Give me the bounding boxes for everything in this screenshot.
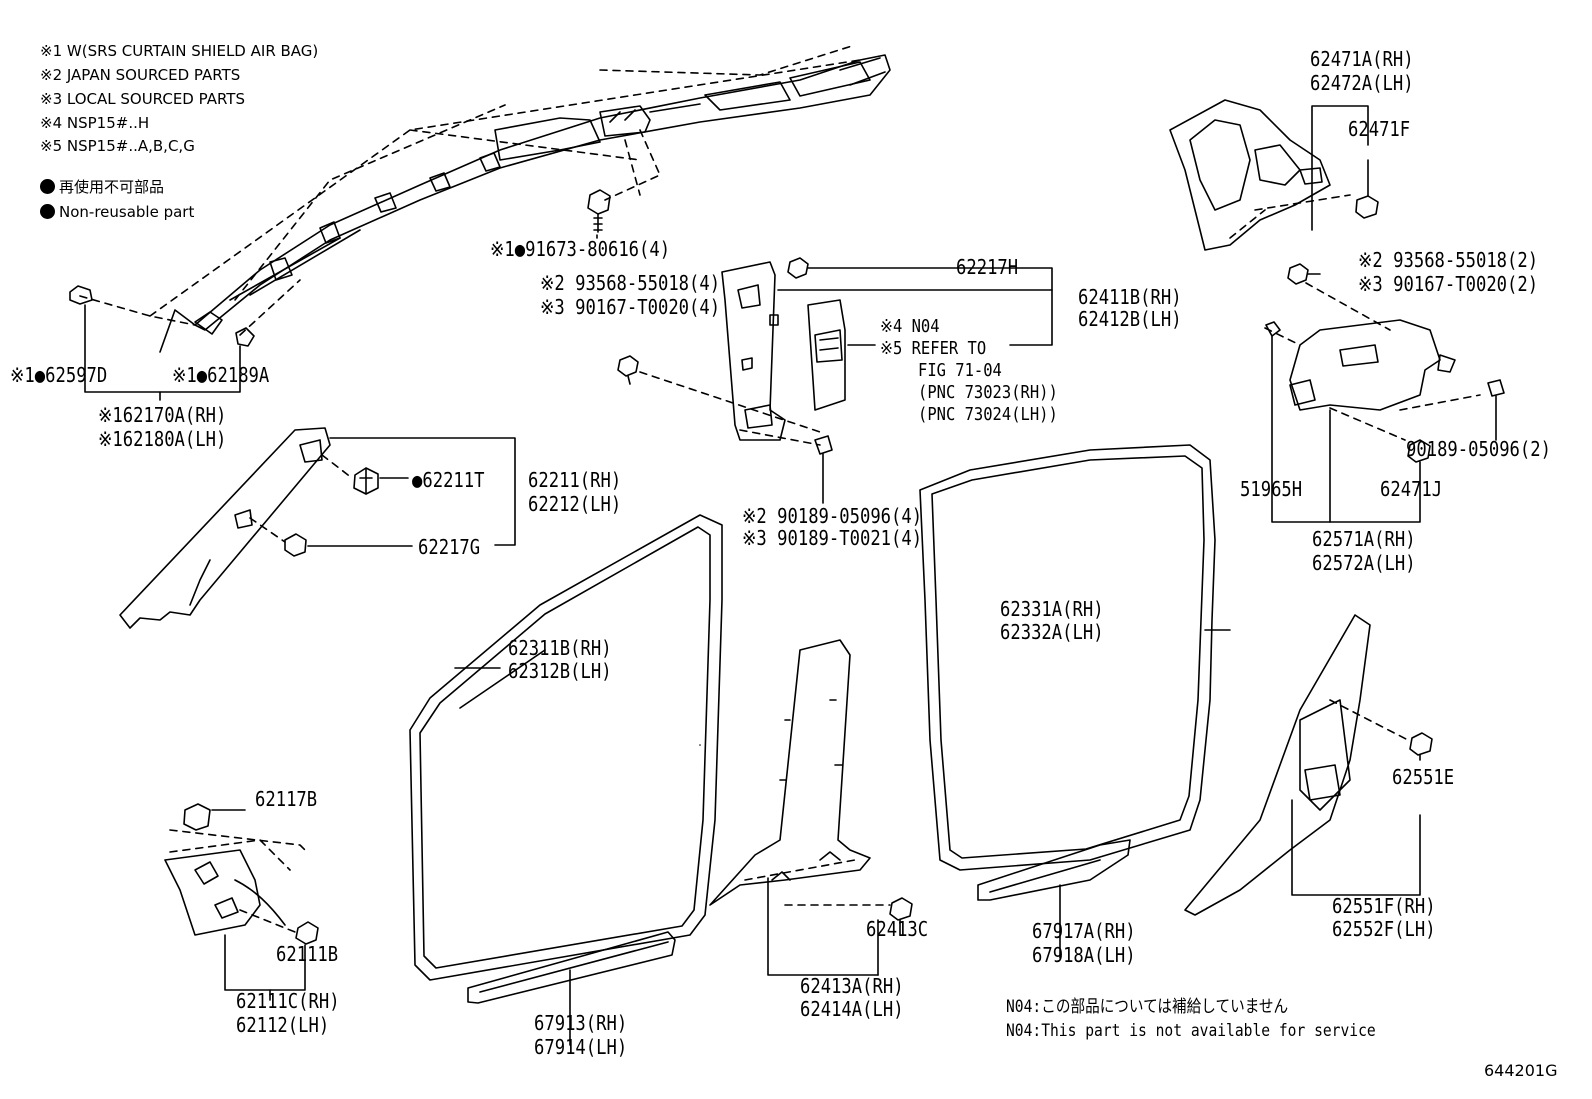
label-67913: 67913(RH) — [534, 1011, 628, 1035]
label-62551F: 62551F(RH) — [1332, 894, 1436, 918]
label-67918A: 67918A(LH) — [1032, 943, 1136, 967]
label-90189-4: ※2 90189-05096(4) — [742, 504, 923, 528]
label-62411B: 62411B(RH) — [1078, 285, 1182, 309]
legend-line-3: ※3 LOCAL SOURCED PARTS — [40, 90, 245, 108]
legend-line-4: ※4 NSP15#..H — [40, 114, 150, 132]
label-62311B: 62311B(RH) — [508, 636, 612, 660]
label-62414A: 62414A(LH) — [800, 997, 904, 1021]
label-91673: ※1●91673-80616(4) — [490, 237, 671, 261]
label-93568-4: ※2 93568-55018(4) — [540, 271, 721, 295]
label-62117B: 62117B — [255, 787, 318, 811]
label-62471J: 62471J — [1380, 477, 1443, 501]
label-62170A: ※162170A(RH) — [98, 403, 227, 427]
front-scuff-plate — [468, 932, 675, 1045]
rear-door-weatherstrip — [920, 445, 1215, 870]
leaders-airbag — [85, 235, 597, 400]
label-62332A: 62332A(LH) — [1000, 620, 1104, 644]
label-pnc-rh: (PNC 73023(RH)) — [918, 382, 1058, 403]
label-90167-4: ※3 90167-T0020(4) — [540, 295, 721, 319]
label-67914: 67914(LH) — [534, 1035, 628, 1059]
bullet-icon — [40, 204, 55, 219]
label-62571A: 62571A(RH) — [1312, 527, 1416, 551]
label-90189-2: 90189-05096(2) — [1406, 437, 1551, 461]
legend-nonreusable-en-text: Non-reusable part — [59, 203, 195, 221]
label-51965H: 51965H — [1240, 477, 1303, 501]
label-62180A: ※162180A(LH) — [98, 427, 227, 451]
bullet-icon — [40, 179, 55, 194]
label-62472A: 62472A(LH) — [1310, 71, 1414, 95]
label-62111C: 62111C(RH) — [236, 989, 340, 1013]
front-door-weatherstrip — [410, 515, 722, 980]
label-93568-2: ※2 93568-55018(2) — [1358, 248, 1539, 272]
label-90167-2: ※3 90167-T0020(2) — [1358, 272, 1539, 296]
a-pillar-garnish — [120, 428, 515, 628]
legend-line-5: ※5 NSP15#..A,B,C,G — [40, 137, 195, 155]
label-62212: 62212(LH) — [528, 492, 622, 516]
label-62413C: 62413C — [866, 917, 929, 941]
legend-nonreusable-jp: 再使用不可部品 — [40, 176, 164, 198]
figure-id: 644201G — [1484, 1061, 1558, 1080]
label-62111B: 62111B — [276, 942, 339, 966]
label-62217G: 62217G — [418, 535, 481, 559]
legend-nonreusable-jp-text: 再使用不可部品 — [59, 178, 165, 196]
label-62217H: 62217H — [956, 255, 1019, 279]
label-62211T: ●62211T — [412, 468, 485, 492]
quarter-pillar-upper-garnish — [1170, 100, 1378, 250]
rear-scuff-plate — [978, 840, 1130, 958]
label-62211: 62211(RH) — [528, 468, 622, 492]
label-90189T-4: ※3 90189-T0021(4) — [742, 526, 923, 550]
quarter-pillar-lower-garnish — [1185, 615, 1432, 915]
leaders-misc — [455, 630, 1230, 745]
legend-line-2: ※2 JAPAN SOURCED PARTS — [40, 66, 241, 84]
label-62189A: ※1●62189A — [172, 363, 270, 387]
label-62312B: 62312B(LH) — [508, 659, 612, 683]
label-pnc-lh: (PNC 73024(LH)) — [918, 404, 1058, 425]
curtain-airbag-assembly — [70, 45, 890, 346]
label-n04: ※4 N04 — [880, 316, 940, 337]
label-fig: FIG 71-04 — [918, 360, 1002, 381]
note-n04-jp: N04:この部品については補給していません — [1006, 997, 1289, 1017]
label-62471A: 62471A(RH) — [1310, 47, 1414, 71]
label-62572A: 62572A(LH) — [1312, 551, 1416, 575]
legend-line-1: ※1 W(SRS CURTAIN SHIELD AIR BAG) — [40, 42, 319, 60]
label-67917A: 67917A(RH) — [1032, 919, 1136, 943]
cowl-side-trim — [165, 804, 318, 1000]
quarter-trim-lower — [1265, 264, 1504, 522]
label-refer-to: ※5 REFER TO — [880, 338, 987, 359]
label-62331A: 62331A(RH) — [1000, 597, 1104, 621]
label-62412B: 62412B(LH) — [1078, 307, 1182, 331]
label-62471F: 62471F — [1348, 117, 1411, 141]
note-n04-en: N04:This part is not available for servi… — [1006, 1021, 1376, 1041]
label-62552F: 62552F(LH) — [1332, 917, 1436, 941]
center-pillar-lower-garnish — [710, 640, 912, 975]
label-62597D: ※1●62597D — [10, 363, 108, 387]
label-62413A: 62413A(RH) — [800, 974, 904, 998]
label-62551E: 62551E — [1392, 765, 1455, 789]
legend-nonreusable-en: Non-reusable part — [40, 201, 194, 223]
center-pillar-upper-garnish — [618, 258, 1052, 503]
label-62112: 62112(LH) — [236, 1013, 330, 1037]
